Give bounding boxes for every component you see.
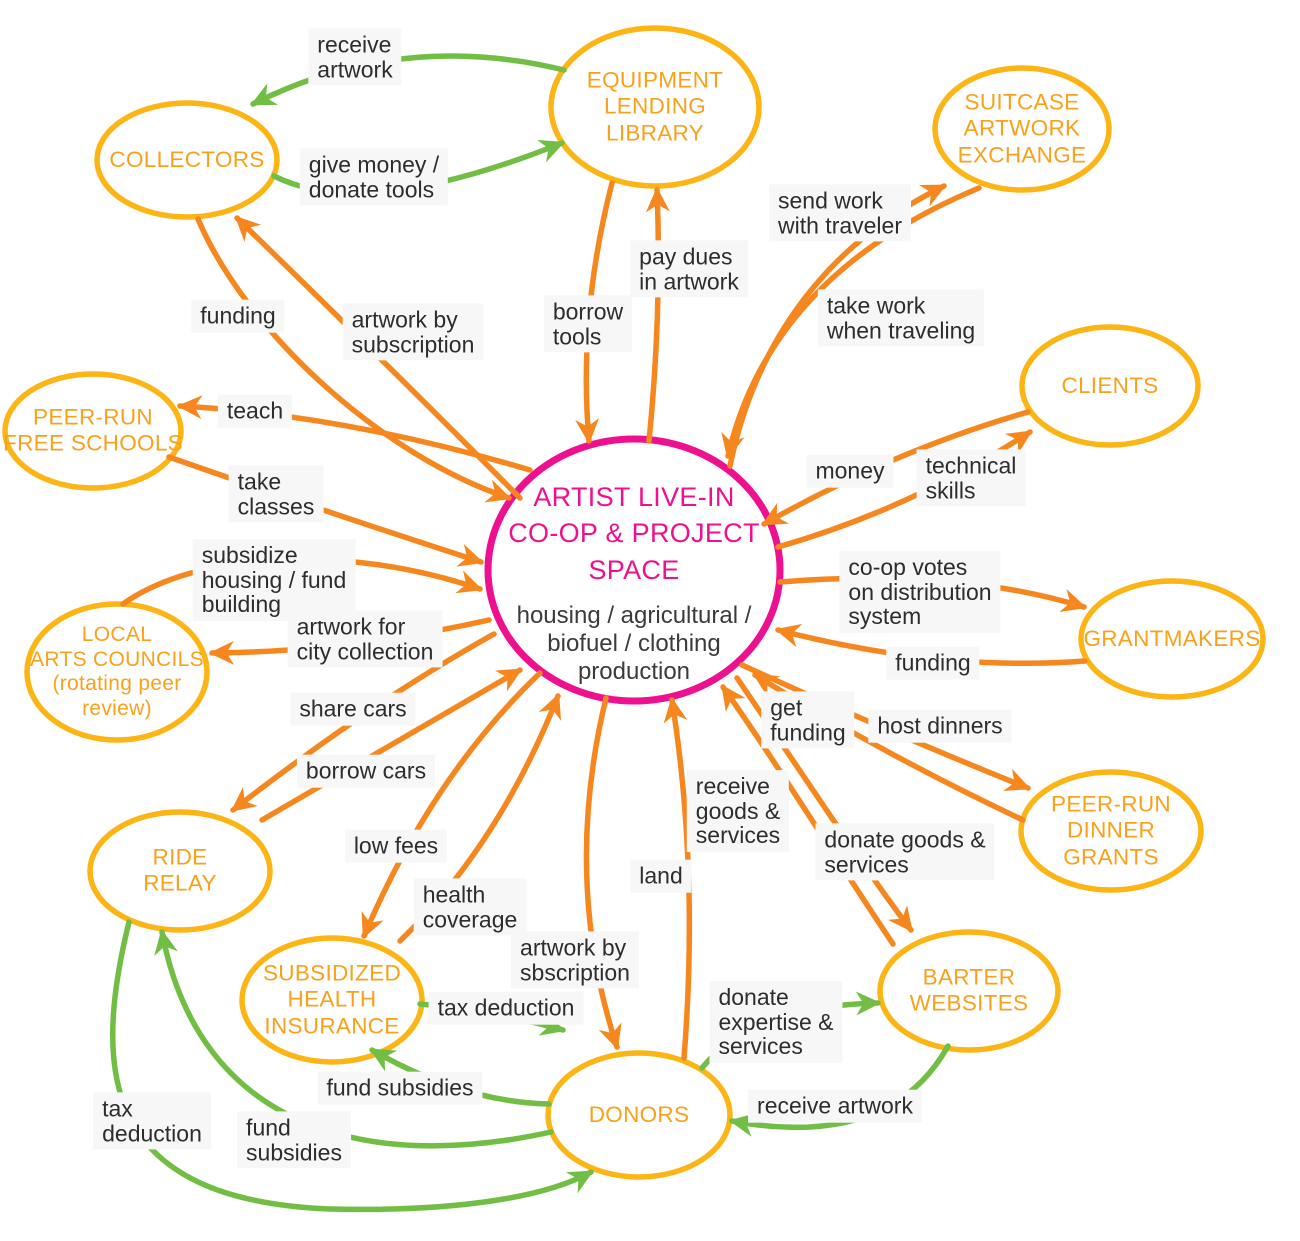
edge-label-funding-grantmakers: funding bbox=[886, 646, 980, 680]
edge-take-work-when-traveling bbox=[721, 185, 982, 459]
edge-label-share-cars: share cars bbox=[290, 692, 416, 726]
node-suitcase-artwork-exchange-label: SUITCASE ARTWORK EXCHANGE bbox=[957, 89, 1087, 168]
node-equipment-lending-library-label: EQUIPMENT LENDING LIBRARY bbox=[586, 67, 724, 146]
edge-money bbox=[761, 409, 1031, 527]
edge-label-fund-subsidies-ride: fund subsidies bbox=[237, 1111, 351, 1169]
node-collectors-label: COLLECTORS bbox=[109, 146, 265, 172]
edge-label-fund-subsidies-shi: fund subsidies bbox=[317, 1071, 483, 1105]
edge-label-receive-artwork-bottom: receive artwork bbox=[748, 1089, 922, 1123]
node-clients-label: CLIENTS bbox=[1061, 372, 1159, 398]
edge-label-artwork-by-subscription: artwork by subscription bbox=[342, 303, 484, 361]
center-node-text: ARTIST LIVE-IN CO-OP & PROJECT SPACE hou… bbox=[484, 479, 784, 685]
node-donors-label: DONORS bbox=[588, 1101, 690, 1127]
edge-tax-deduction-ride bbox=[109, 919, 594, 1213]
edge-label-money: money bbox=[806, 454, 894, 488]
edge-label-teach: teach bbox=[217, 394, 293, 428]
edge-artwork-by-sbscription bbox=[583, 695, 622, 1050]
node-clients-ellipse bbox=[1019, 324, 1201, 448]
edge-label-health-coverage: health coverage bbox=[413, 878, 527, 936]
edge-label-coop-votes-distribution: co-op votes on distribution system bbox=[839, 551, 1001, 633]
edge-pay-dues-in-artwork bbox=[645, 187, 670, 444]
center-node-subtitle: housing / agricultural / biofuel / cloth… bbox=[516, 602, 752, 685]
edge-label-land: land bbox=[630, 859, 692, 893]
edge-low-fees bbox=[361, 670, 543, 939]
edge-label-low-fees: low fees bbox=[344, 829, 448, 863]
edge-label-host-dinners: host dinners bbox=[868, 709, 1012, 743]
edge-label-borrow-cars: borrow cars bbox=[296, 754, 436, 788]
edge-label-take-work-when-traveling: take work when traveling bbox=[817, 289, 985, 347]
node-collectors-ellipse bbox=[94, 100, 280, 220]
edge-label-tax-deduction-ride: tax deduction bbox=[93, 1092, 211, 1150]
edge-label-pay-dues-in-artwork: pay dues in artwork bbox=[630, 240, 748, 298]
edge-label-subsidize-housing: subsidize housing / fund building bbox=[192, 539, 356, 621]
edge-label-funding-collectors: funding bbox=[191, 299, 285, 333]
node-local-arts-councils-label: LOCAL ARTS COUNCILS (rotating peer revie… bbox=[30, 622, 204, 720]
edge-borrow-cars bbox=[259, 667, 523, 823]
edge-label-receive-artwork-top: receive artwork bbox=[308, 28, 402, 86]
edge-label-artwork-by-sbscription: artwork by sbscription bbox=[511, 931, 639, 989]
edge-label-receive-goods-services: receive goods & services bbox=[686, 770, 790, 852]
node-equipment-lending-library-ellipse bbox=[548, 25, 762, 189]
center-node-title: ARTIST LIVE-IN CO-OP & PROJECT SPACE bbox=[508, 481, 760, 585]
edge-label-send-work-with-traveler: send work with traveler bbox=[769, 184, 911, 242]
node-co-op-ellipse bbox=[484, 435, 784, 705]
node-ride-relay-ellipse bbox=[87, 809, 273, 933]
edge-receive-goods-services bbox=[720, 684, 896, 947]
node-suitcase-artwork-exchange-ellipse bbox=[932, 65, 1112, 193]
edge-label-donate-expertise-services: donate expertise & services bbox=[709, 981, 843, 1063]
node-subsidized-health-insurance-label: SUBSIDIZED HEALTH INSURANCE bbox=[262, 960, 402, 1039]
node-peer-run-free-schools-label: PEER-RUN FREE SCHOOLS bbox=[3, 404, 183, 456]
node-grantmakers-ellipse bbox=[1078, 578, 1266, 700]
edge-label-give-money-donate-tools: give money / donate tools bbox=[299, 148, 449, 206]
node-peer-run-free-schools-ellipse bbox=[2, 371, 184, 491]
node-barter-websites-ellipse bbox=[877, 929, 1061, 1053]
node-local-arts-councils-ellipse bbox=[24, 601, 210, 743]
node-barter-websites-label: BARTER WEBSITES bbox=[909, 964, 1029, 1016]
edge-receive-artwork-top bbox=[250, 53, 567, 107]
edge-label-technical-skills: technical skills bbox=[916, 449, 1026, 507]
node-peer-run-dinner-grants-ellipse bbox=[1018, 769, 1204, 893]
node-subsidized-health-insurance-ellipse bbox=[239, 935, 425, 1065]
edge-label-donate-goods-services: donate goods & services bbox=[815, 823, 995, 881]
edge-funding-collectors bbox=[195, 216, 512, 503]
edge-label-take-classes: take classes bbox=[228, 465, 324, 523]
edge-label-borrow-tools: borrow tools bbox=[543, 295, 633, 353]
node-peer-run-dinner-grants-label: PEER-RUN DINNER GRANTS bbox=[1051, 791, 1171, 870]
node-ride-relay-label: RIDE RELAY bbox=[143, 844, 217, 896]
edge-label-tax-deduction-shi: tax deduction bbox=[428, 991, 584, 1025]
edge-label-get-funding: get funding bbox=[761, 691, 855, 749]
node-grantmakers-label: GRANTMAKERS bbox=[1083, 625, 1261, 651]
